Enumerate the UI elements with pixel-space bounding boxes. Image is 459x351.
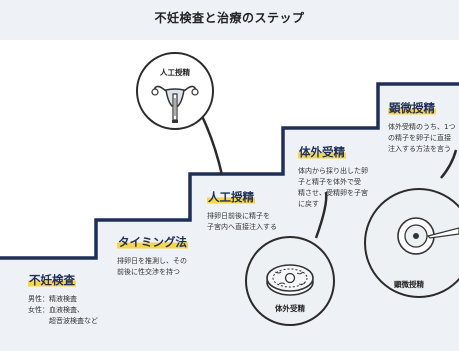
petri-dish-icon bbox=[266, 264, 314, 296]
step-title-ivf: 体外受精 bbox=[298, 144, 346, 160]
stair-edge bbox=[0, 82, 459, 260]
illustration-label-ai: 人工授精 bbox=[160, 68, 190, 77]
callout-tail-icsi bbox=[440, 149, 458, 179]
step-desc-timing: 排卵日を推測し、その 前後に性交渉を持つ bbox=[117, 257, 187, 276]
step-title-icsi: 顕微授精 bbox=[388, 100, 436, 116]
step-title-infertility-test: 不妊検査 bbox=[28, 272, 76, 288]
uterus-syringe-icon bbox=[151, 85, 199, 123]
micro-injection-icon bbox=[397, 217, 459, 255]
step-desc-ai: 排卵日前後に精子を 子宮内へ直接注入する bbox=[207, 212, 277, 231]
callout-tail-ai bbox=[198, 111, 224, 176]
step-desc-infertility-test: 男性：精液検査 女性：血液検査、 超音波検査など bbox=[28, 295, 98, 325]
step-title-ai: 人工授精 bbox=[207, 189, 255, 205]
illustration-label-icsi: 顕微授精 bbox=[394, 280, 424, 289]
illustration-label-ivf: 体外受精 bbox=[275, 304, 305, 313]
step-desc-ivf: 体内から採り出した卵 子と精子を体外で受 精させ、受精卵を子宮 に戻す bbox=[298, 167, 368, 208]
header-band bbox=[0, 0, 459, 40]
step-title-timing: タイミング法 bbox=[117, 234, 188, 250]
step-desc-icsi: 体外受精のうち、1つ の精子を卵子に直接 注入する方法を言う bbox=[388, 123, 456, 153]
illustration-circle-ivf bbox=[245, 236, 335, 326]
callout-tail-ivf bbox=[314, 191, 328, 239]
page-title: 不妊検査と治療のステップ bbox=[154, 11, 305, 25]
